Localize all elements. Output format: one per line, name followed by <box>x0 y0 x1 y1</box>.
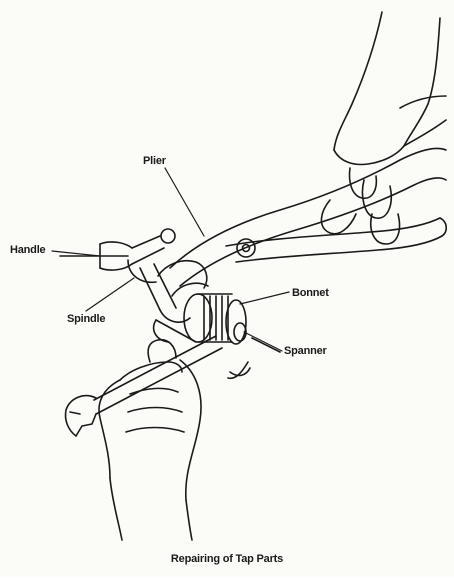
bonnet-drawing <box>184 294 280 378</box>
label-plier: Plier <box>143 155 166 167</box>
label-handle: Handle <box>10 244 45 256</box>
label-spindle: Spindle <box>67 313 105 325</box>
upper-hand-drawing <box>321 12 446 244</box>
figure-caption: Repairing of Tap Parts <box>0 553 454 565</box>
tap-body-drawing <box>60 229 196 342</box>
plier-drawing <box>158 148 446 296</box>
label-spanner: Spanner <box>284 345 327 357</box>
label-bonnet: Bonnet <box>292 287 329 299</box>
